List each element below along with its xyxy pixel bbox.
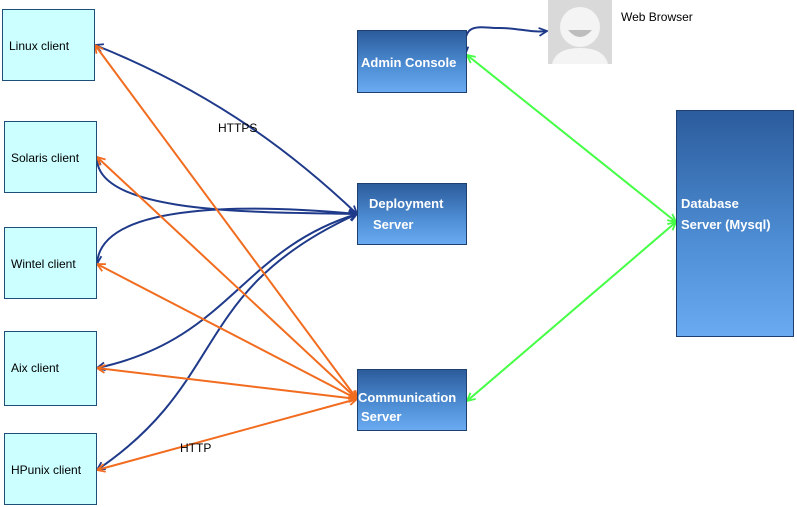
deployment-server-label-line2: Server bbox=[373, 217, 414, 232]
client-box-aix: Aix client bbox=[4, 331, 97, 406]
client-box-solaris: Solaris client bbox=[4, 121, 97, 193]
deployment-server-label-line1: Deployment bbox=[369, 196, 444, 211]
http-link-wintel bbox=[97, 264, 357, 399]
https-link-hpunix bbox=[97, 214, 357, 470]
client-box-linux: Linux client bbox=[2, 9, 95, 81]
http-link-hpunix bbox=[97, 399, 357, 470]
client-label-aix: Aix client bbox=[11, 361, 60, 375]
browser-link bbox=[465, 26, 547, 55]
db-link-communication bbox=[467, 222, 676, 401]
database-server-label-line2: Server (Mysql) bbox=[681, 217, 771, 232]
http-link-linux bbox=[95, 45, 357, 399]
database-server-box: Database Server (Mysql) bbox=[676, 110, 794, 337]
client-box-wintel: Wintel client bbox=[4, 227, 97, 299]
admin-console-label: Admin Console bbox=[361, 55, 457, 70]
client-label-wintel: Wintel client bbox=[11, 257, 76, 271]
web-browser-label: Web Browser bbox=[621, 10, 693, 24]
client-label-hpunix: HPunix client bbox=[11, 463, 82, 477]
deployment-server-box: Deployment Server bbox=[357, 183, 467, 245]
communication-server-label-line1: Communication bbox=[358, 390, 457, 405]
client-box-hpunix: HPunix client bbox=[4, 433, 97, 505]
user-avatar-icon bbox=[548, 0, 612, 64]
client-label-linux: Linux client bbox=[9, 39, 70, 53]
communication-server-label-line2: Server bbox=[361, 409, 402, 424]
https-link-wintel bbox=[97, 207, 357, 264]
http-link-aix bbox=[97, 368, 357, 399]
admin-console-box: Admin Console bbox=[357, 30, 467, 93]
client-label-solaris: Solaris client bbox=[11, 151, 80, 165]
https-link-solaris bbox=[97, 157, 357, 214]
http-protocol-label: HTTP bbox=[180, 441, 212, 455]
database-server-label-line1: Database bbox=[681, 196, 739, 211]
db-link-admin bbox=[467, 55, 676, 222]
communication-server-box: Communication Server bbox=[357, 369, 467, 431]
https-protocol-label: HTTPS bbox=[218, 121, 258, 135]
http-link-solaris bbox=[97, 157, 357, 399]
